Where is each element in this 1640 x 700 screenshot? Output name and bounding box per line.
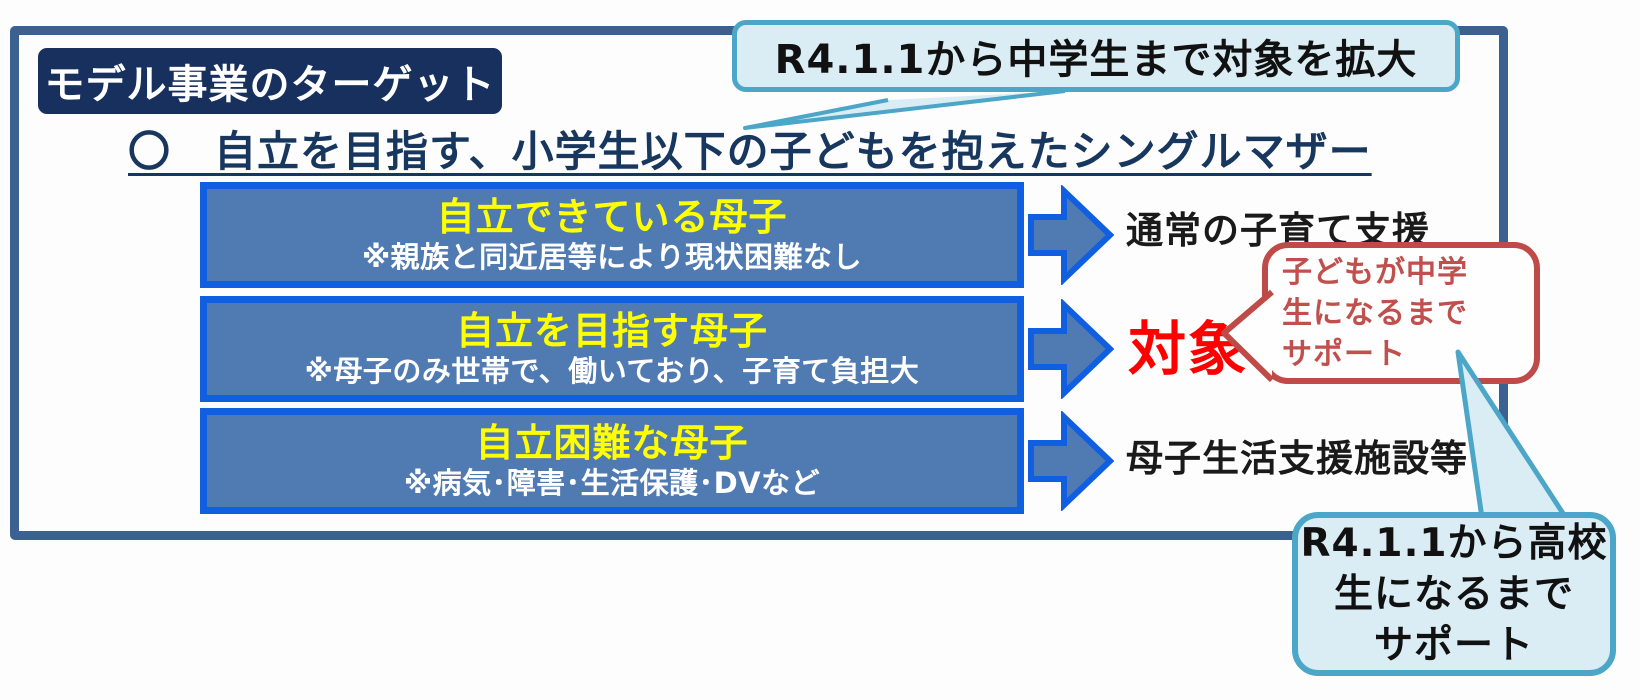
callout-line: 子どもが中学 bbox=[1282, 254, 1468, 290]
right-arrow-icon bbox=[1028, 411, 1114, 511]
category-subtitle: ※親族と同近居等により現状困難なし bbox=[361, 240, 863, 274]
slide-title: モデル事業のターゲット bbox=[44, 62, 496, 108]
callout-tail-left-icon bbox=[1221, 289, 1275, 383]
category-subtitle: ※病気･障害･生活保護･DVなど bbox=[403, 466, 821, 500]
right-arrow-icon bbox=[1028, 185, 1114, 285]
callout-line: サポート bbox=[1282, 336, 1406, 372]
category-box-independent: 自立できている母子 ※親族と同近居等により現状困難なし bbox=[200, 182, 1024, 288]
callout-line: 生になるまで bbox=[1333, 571, 1574, 617]
outcome-label-facility: 母子生活支援施設等 bbox=[1126, 437, 1468, 480]
callout-line: 生になるまで bbox=[1282, 295, 1468, 331]
callout-tail-up-icon bbox=[1455, 349, 1569, 520]
expansion-callout: R4.1.1から中学生まで対象を拡大 bbox=[732, 20, 1460, 92]
callout-line: サポート bbox=[1373, 622, 1534, 668]
category-box-difficult: 自立困難な母子 ※病気･障害･生活保護･DVなど bbox=[200, 408, 1024, 514]
callout-text: R4.1.1から中学生まで対象を拡大 bbox=[774, 37, 1418, 83]
category-box-aiming-independence: 自立を目指す母子 ※母子のみ世帯で、働いており、子育て負担大 bbox=[200, 296, 1024, 402]
callout-line: R4.1.1から高校 bbox=[1300, 520, 1608, 566]
category-subtitle: ※母子のみ世帯で、働いており、子育て負担大 bbox=[304, 354, 920, 388]
right-arrow-icon bbox=[1028, 299, 1114, 399]
outcome-label-target: 対象 bbox=[1128, 315, 1249, 383]
target-heading: 〇 自立を目指す、小学生以下の子どもを抱えたシングルマザー bbox=[128, 127, 1372, 176]
category-title: 自立困難な母子 bbox=[475, 421, 749, 465]
callout-tail-down-left-icon bbox=[743, 89, 1066, 130]
highschool-support-callout: R4.1.1から高校 生になるまで サポート bbox=[1292, 512, 1616, 676]
category-title: 自立を目指す母子 bbox=[455, 309, 768, 353]
category-title: 自立できている母子 bbox=[436, 195, 788, 239]
slide-title-plate: モデル事業のターゲット bbox=[38, 48, 502, 114]
